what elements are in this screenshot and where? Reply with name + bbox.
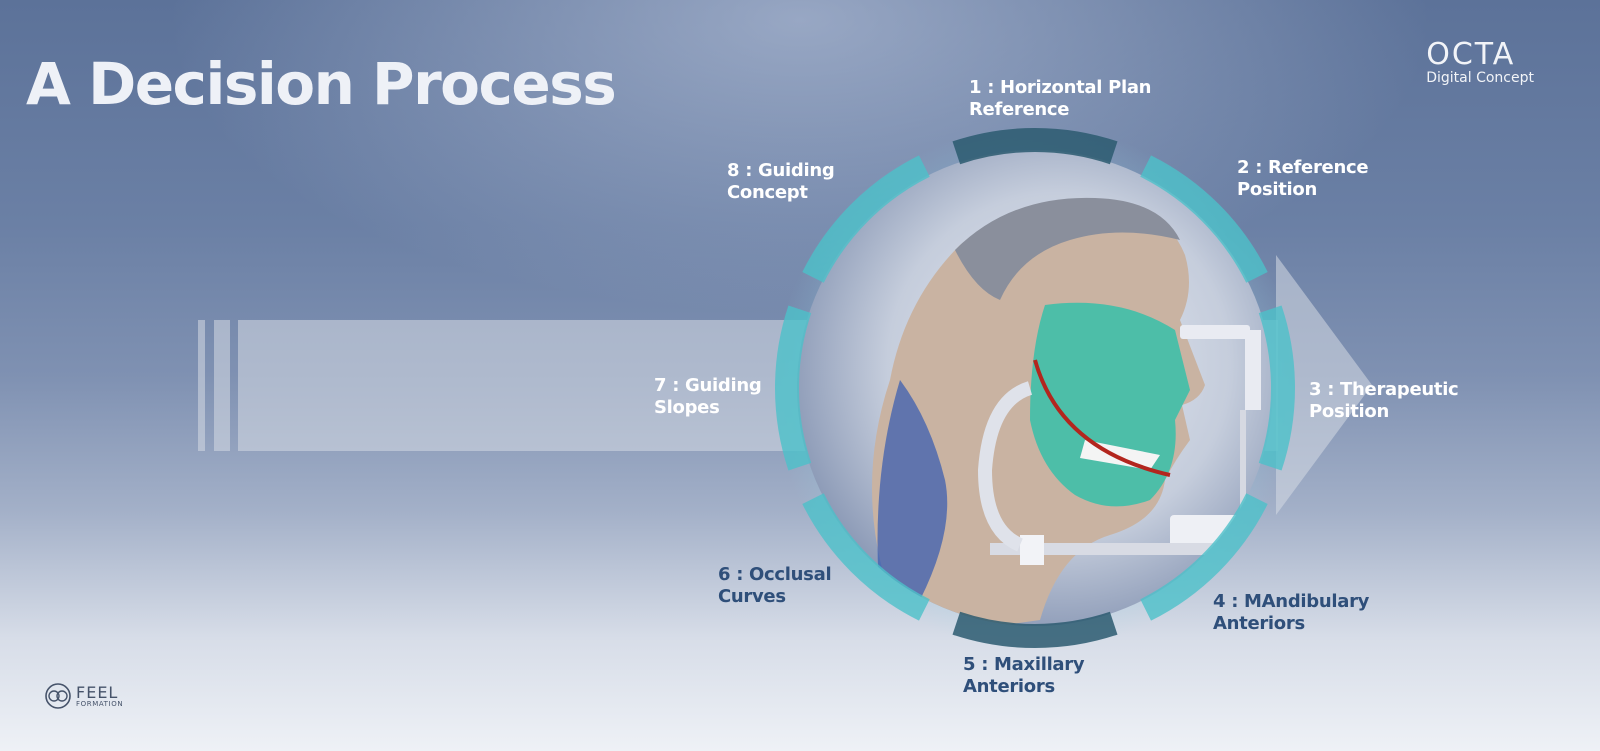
brand-name: OCTA [1426, 37, 1516, 72]
arrow-head [1276, 255, 1372, 515]
octa-logo: OCTA Digital Concept [1426, 37, 1534, 87]
hair [955, 197, 1180, 300]
head-illustration [872, 197, 1265, 626]
ring-segment-6 [802, 493, 930, 621]
feel-formation-logo: FEEL FORMATION [44, 682, 123, 710]
arrow-stripe-2 [214, 320, 230, 451]
feel-formation-icon [45, 683, 71, 709]
ring-segment-4 [1140, 493, 1268, 621]
step-3-label: 3 : Therapeutic Position [1309, 379, 1459, 422]
occlusal-curve [1033, 359, 1171, 477]
brand-subtitle: Digital Concept [1426, 70, 1534, 86]
step-8-label: 8 : Guiding Concept [727, 160, 835, 203]
ring-segment-5 [952, 611, 1118, 648]
step-5-label: 5 : Maxillary Anteriors [963, 654, 1085, 697]
step-7-label: 7 : Guiding Slopes [654, 375, 762, 418]
step-2-label: 2 : Reference Position [1237, 157, 1369, 200]
ring-segments [775, 127, 1295, 648]
step-1-label: 1 : Horizontal Plan Reference [969, 77, 1152, 120]
step-6-label: 6 : Occlusal Curves [718, 564, 832, 607]
ring-segment-2 [1140, 155, 1268, 283]
arrow-stripe-1 [198, 320, 205, 451]
footer-logo-line2: FORMATION [76, 699, 124, 708]
step-4-label: 4 : MAndibulary Anteriors [1213, 591, 1370, 634]
slide-title: A Decision Process [26, 50, 617, 118]
ring-segment-8 [802, 155, 930, 283]
ring-segment-1 [952, 127, 1118, 165]
ring-segment-7 [775, 305, 812, 471]
footer-logo-line1: FEEL [76, 682, 119, 702]
neck-spine [877, 380, 948, 600]
ring-segment-3 [1258, 305, 1295, 471]
